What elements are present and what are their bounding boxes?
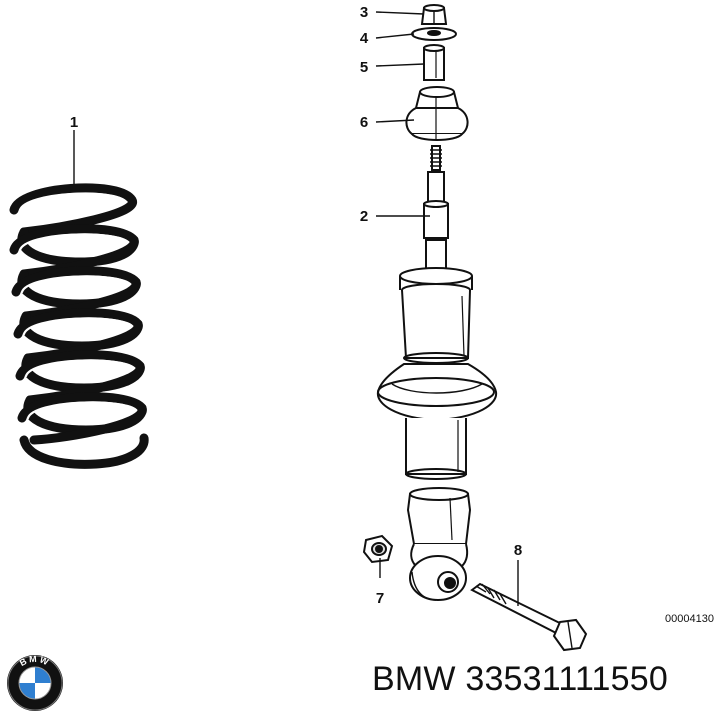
callout-2: 2 <box>360 208 368 225</box>
leader-lines <box>73 11 519 606</box>
washer <box>411 27 457 41</box>
part-number-caption: BMW 33531111550 <box>372 660 668 698</box>
bmw-logo-lettering: BMW <box>18 654 50 668</box>
drawing-reference-number: 00004130 <box>665 613 714 625</box>
callout-3: 3 <box>360 4 368 21</box>
nut <box>420 4 448 25</box>
callout-5: 5 <box>360 59 368 76</box>
callout-8: 8 <box>514 542 522 559</box>
callout-labels: 1 2 3 4 5 6 7 8 <box>70 4 522 607</box>
rubber-mount <box>405 86 469 141</box>
svg-text:BMW: BMW <box>18 654 52 668</box>
callout-4: 4 <box>360 30 369 47</box>
lock-nut <box>362 534 394 564</box>
bmw-logo-icon: BMW <box>7 654 63 711</box>
coil-spring <box>9 183 149 469</box>
hex-bolt <box>470 582 588 652</box>
callout-1: 1 <box>70 114 78 131</box>
shock-absorber <box>376 145 498 601</box>
spacer-sleeve <box>423 44 445 81</box>
callout-7: 7 <box>376 590 384 607</box>
callout-6: 6 <box>360 114 368 131</box>
